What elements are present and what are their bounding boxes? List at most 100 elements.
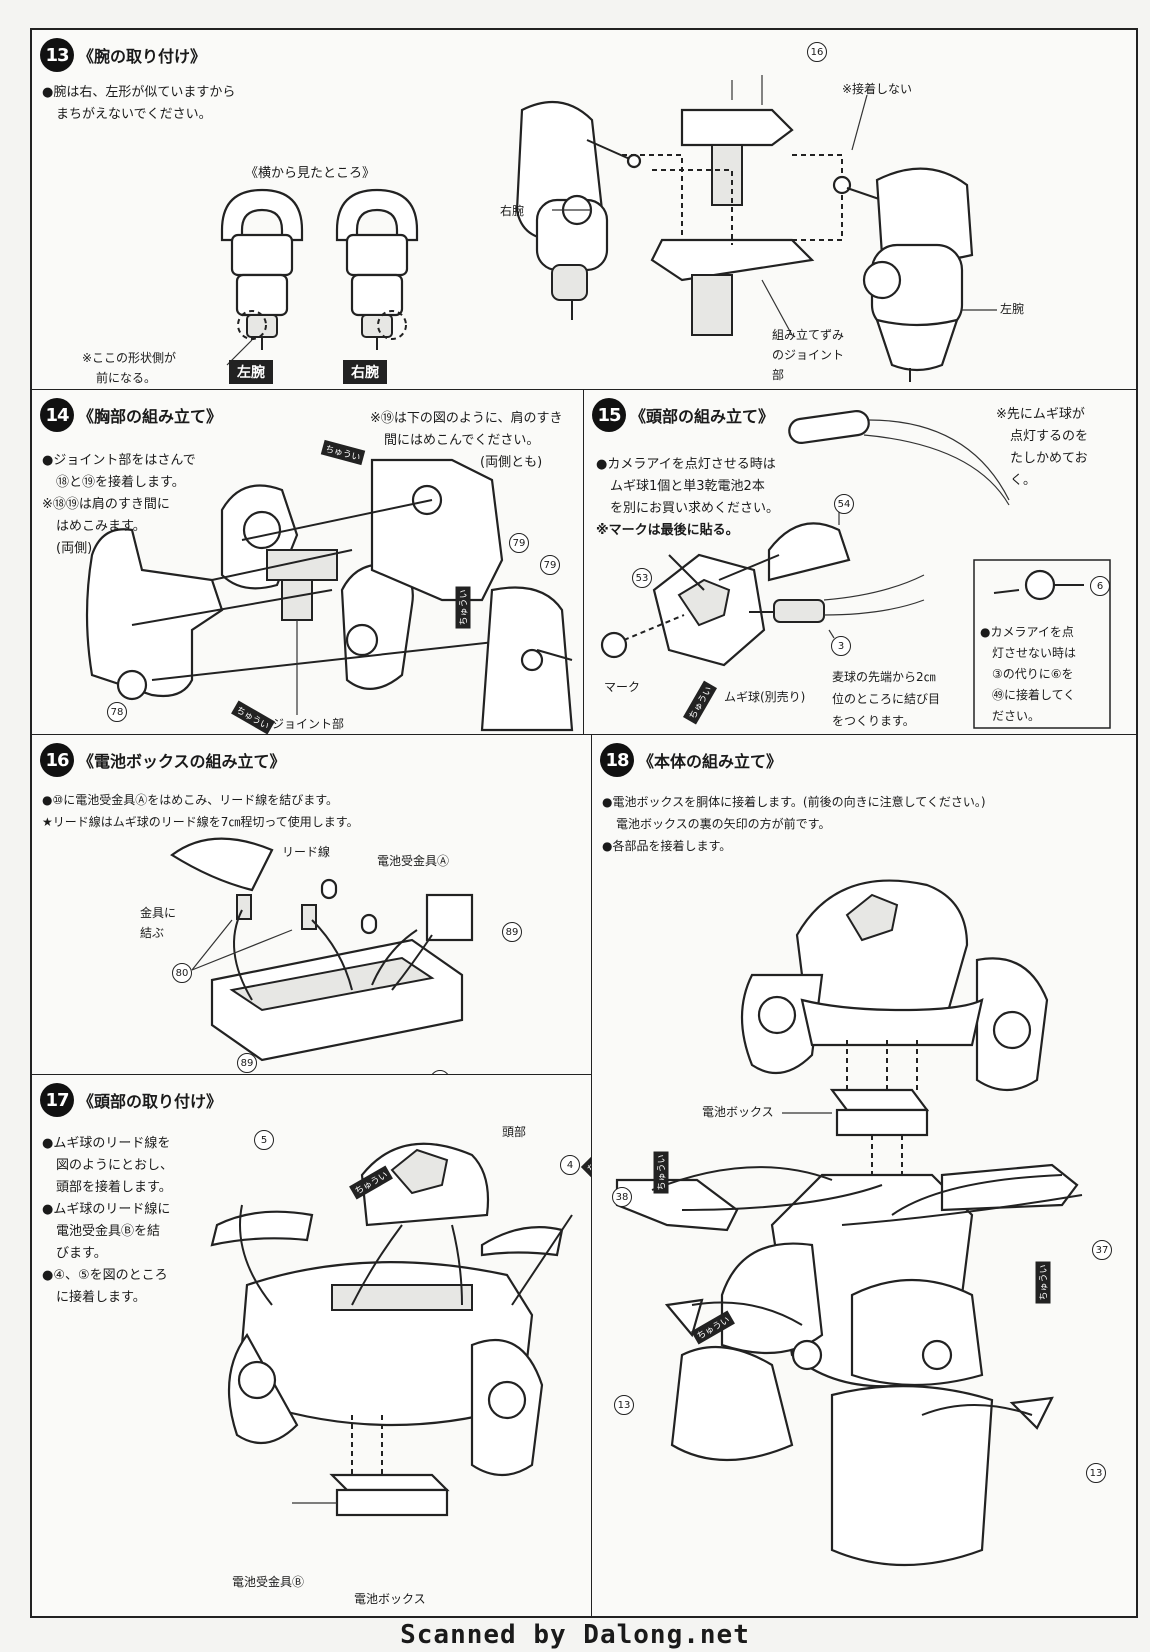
step-17-line: 電池受金具Ⓑを結 (56, 1224, 161, 1239)
step-17-line: ●④、⑤を図のところ (42, 1268, 168, 1283)
note-line: 間にはめこんでください。 (384, 433, 540, 448)
tie-line: 結ぶ (140, 926, 165, 940)
scan-credit: Scanned by Dalong.net (400, 1620, 750, 1650)
battery-receiver-a-label: 電池受金具Ⓐ (377, 854, 450, 868)
step-13-illustration (220, 75, 997, 382)
left-arm-label: 左腕 (1000, 302, 1025, 316)
step-15-line: を別にお買い求めください。 (610, 501, 780, 516)
step-15-text: ●カメラアイを点灯させる時は ムギ球1個と単3乾電池2本 を別にお買い求めくださ… (596, 454, 779, 542)
step-13-line: まちがえないでください。 (56, 107, 212, 122)
part-54: 54 (834, 494, 854, 514)
step-16-line: ★リード線はムギ球のリード線を7㎝程切って使用します。 (42, 815, 359, 829)
joint-label: 組み立てずみ のジョイント 部 (772, 325, 844, 385)
step-16-text: ●⑩に電池受金具Ⓐをはめこみ、リード線を結びます。 ★リード線はムギ球のリード線… (42, 789, 359, 833)
caution-arrow: ちゅうい (455, 586, 471, 629)
step-15-illustration (600, 410, 1111, 729)
part-37: 37 (1092, 1240, 1112, 1260)
step-17-panel: 17 《頭部の取り付け》 ●ムギ球のリード線を 図のようにとおし、 頭部を接着し… (32, 1075, 592, 1618)
step-18-number: 18 (600, 743, 634, 777)
part-6: 6 (1090, 576, 1110, 596)
step-16-title: 《電池ボックスの組み立て》 (78, 752, 286, 771)
right-arm-label: 右腕 (500, 204, 525, 218)
step-13-panel: 13 《腕の取り付け》 ●腕は右、左形が似ていますから まちがえないでください。… (32, 30, 1138, 390)
step-13-title: 《腕の取り付け》 (78, 47, 207, 66)
note-line: (両側とも) (480, 455, 543, 470)
tie-line: 金具に (140, 906, 177, 920)
caution-arrow: ちゅうい (1035, 1261, 1051, 1304)
part-78: 78 (107, 702, 127, 722)
part-3: 3 (831, 636, 851, 656)
step-14-text: ●ジョイント部をはさんで ⑱と⑲を接着します。 ※⑱⑲は肩のすき間に はめこみま… (42, 450, 196, 560)
step-15-line: ムギ球1個と単3乾電池2本 (610, 479, 765, 494)
part-16: 16 (807, 42, 827, 62)
step-18-text: ●電池ボックスを胴体に接着します。(前後の向きに注意してください。) 電池ボック… (602, 791, 986, 857)
caution-arrow: ちゅうい (653, 1151, 669, 1194)
mark-label: マーク (604, 680, 641, 694)
part-5: 5 (254, 1130, 274, 1150)
step-17-line: びます。 (56, 1246, 107, 1261)
step-17-line: ●ムギ球のリード線を (42, 1136, 171, 1151)
part-13: 13 (1086, 1463, 1106, 1483)
part-89: 89 (237, 1053, 257, 1073)
knot-label: 麦球の先端から2㎝ 位のところに結び目 をつくります。 (832, 666, 940, 732)
right-arm-tag: 右腕 (343, 360, 387, 384)
part-53: 53 (632, 568, 652, 588)
lead-wire-label: リード線 (282, 845, 331, 859)
instruction-sheet: 13 《腕の取り付け》 ●腕は右、左形が似ていますから まちがえないでください。… (30, 28, 1138, 1618)
step-18-header: 18 《本体の組み立て》 (600, 743, 782, 777)
note-line: く。 (1010, 473, 1037, 488)
part-79: 79 (509, 533, 529, 553)
note-line: たしかめてお (1010, 451, 1088, 466)
step-17-line: に接着します。 (56, 1290, 146, 1305)
step-16-header: 16 《電池ボックスの組み立て》 (40, 743, 286, 777)
step-14-number: 14 (40, 398, 74, 432)
part-13: 13 (614, 1395, 634, 1415)
step-14-illustration (85, 458, 574, 732)
step-14-line: ⑱と⑲を接着します。 (56, 475, 185, 490)
step-16-number: 16 (40, 743, 74, 777)
no-glue-label: ※接着しない (842, 82, 913, 96)
tie-label: 金具に 結ぶ (140, 903, 176, 943)
step-17-header: 17 《頭部の取り付け》 (40, 1083, 222, 1117)
step-16-illustration (170, 837, 474, 1062)
step-18-illustration (615, 879, 1083, 1567)
step-14-line: ※⑱⑲は肩のすき間に (42, 497, 170, 512)
battery-receiver-b-label: 電池受金具Ⓑ (232, 1575, 305, 1589)
step-16-line: ●⑩に電池受金具Ⓐをはめこみ、リード線を結びます。 (42, 793, 339, 807)
inset-line: ださい。 (992, 709, 1041, 723)
step-17-line: 図のようにとおし、 (56, 1158, 174, 1173)
step-13-note: ※ここの形状側が 前になる。 (82, 348, 176, 388)
step-14-line: (両側) (56, 541, 93, 556)
step-15-number: 15 (592, 398, 626, 432)
note-line: ※先にムギ球が (996, 407, 1085, 422)
step-17-illustration (210, 1142, 573, 1517)
bulb-label: ムギ球(別売り) (724, 690, 806, 704)
step-14-line: はめこみます。 (56, 519, 146, 534)
step-17-line: ●ムギ球のリード線に (42, 1202, 171, 1217)
step-17-text: ●ムギ球のリード線を 図のようにとおし、 頭部を接着します。 ●ムギ球のリード線… (42, 1133, 173, 1309)
step-13-line: ●腕は右、左形が似ていますから (42, 85, 236, 100)
step-14-note: ※⑲は下の図のように、肩のすき 間にはめこんでください。 (両側とも) (370, 408, 563, 474)
joint-label-line: 部 (772, 368, 785, 382)
knot-line: 位のところに結び目 (832, 692, 941, 706)
left-arm-tag: 左腕 (229, 360, 273, 384)
step-18-panel: 18 《本体の組み立て》 ●電池ボックスを胴体に接着します。(前後の向きに注意し… (592, 735, 1138, 1618)
step-14-title: 《胸部の組み立て》 (78, 407, 223, 426)
battery-box-label: 電池ボックス (354, 1592, 426, 1606)
camera-eye-inset: ●カメラアイを点 灯させない時は ③の代りに⑥を ㊾に接着してく ださい。 (980, 622, 1076, 727)
joint-label-line: 組み立てずみ (772, 328, 845, 342)
knot-line: 麦球の先端から2㎝ (832, 670, 936, 684)
inset-line: ●カメラアイを点 (980, 625, 1074, 639)
part-38: 38 (612, 1187, 632, 1207)
step-15-line: ●カメラアイを点灯させる時は (596, 457, 776, 472)
knot-line: をつくります。 (832, 714, 915, 728)
note-line: 前になる。 (96, 371, 157, 385)
joint-label-line: のジョイント (772, 348, 845, 362)
step-13-header: 13 《腕の取り付け》 (40, 38, 206, 72)
step-15-header: 15 《頭部の組み立て》 (592, 398, 774, 432)
side-view-label: 《横から見たところ》 (245, 166, 376, 181)
inset-line: ③の代りに⑥を (992, 667, 1074, 681)
step-15-line: ※マークは最後に貼る。 (596, 523, 739, 538)
inset-line: ㊾に接着してく (992, 688, 1076, 702)
part-79: 79 (540, 555, 560, 575)
